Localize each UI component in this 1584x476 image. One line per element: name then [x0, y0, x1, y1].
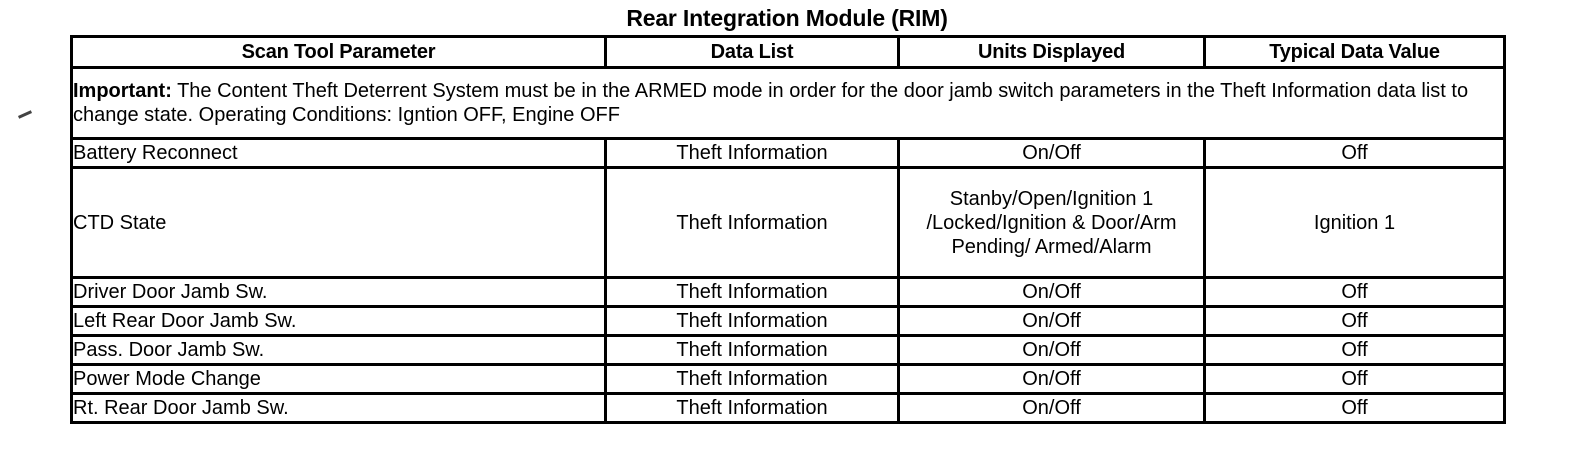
- cell-units: Stanby/Open/Ignition 1 /Locked/Ignition …: [897, 166, 1206, 279]
- cell-parameter: Driver Door Jamb Sw.: [70, 276, 607, 308]
- cell-typical-value: Off: [1203, 137, 1506, 169]
- cell-units: On/Off: [897, 276, 1206, 308]
- important-note-row: Important: The Content Theft Deterrent S…: [70, 66, 1506, 140]
- cell-typical-value: Off: [1203, 392, 1506, 424]
- cell-units: On/Off: [897, 334, 1206, 366]
- cell-parameter: CTD State: [70, 166, 607, 279]
- cell-typical-value: Off: [1203, 363, 1506, 395]
- column-header-units-displayed: Units Displayed: [897, 35, 1206, 69]
- cell-units: On/Off: [897, 392, 1206, 424]
- cell-data-list: Theft Information: [604, 392, 900, 424]
- cell-units: On/Off: [897, 363, 1206, 395]
- cell-parameter: Pass. Door Jamb Sw.: [70, 334, 607, 366]
- table-row: Pass. Door Jamb Sw. Theft Information On…: [70, 334, 1506, 366]
- cell-typical-value: Off: [1203, 334, 1506, 366]
- table-row: CTD State Theft Information Stanby/Open/…: [70, 166, 1506, 279]
- important-note-label: Important:: [73, 80, 172, 102]
- cell-data-list: Theft Information: [604, 276, 900, 308]
- cell-parameter: Battery Reconnect: [70, 137, 607, 169]
- cell-data-list: Theft Information: [604, 363, 900, 395]
- cell-typical-value: Ignition 1: [1203, 166, 1506, 279]
- table-row: Driver Door Jamb Sw. Theft Information O…: [70, 276, 1506, 308]
- column-header-scan-tool-parameter: Scan Tool Parameter: [70, 35, 607, 69]
- cell-typical-value: Off: [1203, 305, 1506, 337]
- table-row: Battery Reconnect Theft Information On/O…: [70, 137, 1506, 169]
- column-header-typical-data-value: Typical Data Value: [1203, 35, 1506, 69]
- important-note-cell: Important: The Content Theft Deterrent S…: [70, 66, 1506, 140]
- cell-units: On/Off: [897, 305, 1206, 337]
- cell-parameter: Power Mode Change: [70, 363, 607, 395]
- table-row: Rt. Rear Door Jamb Sw. Theft Information…: [70, 392, 1506, 424]
- column-header-data-list: Data List: [604, 35, 900, 69]
- cell-data-list: Theft Information: [604, 137, 900, 169]
- cell-parameter: Rt. Rear Door Jamb Sw.: [70, 392, 607, 424]
- scan-artifact-mark: [17, 110, 33, 119]
- cell-units: On/Off: [897, 137, 1206, 169]
- cell-data-list: Theft Information: [604, 334, 900, 366]
- cell-data-list: Theft Information: [604, 305, 900, 337]
- cell-data-list: Theft Information: [604, 166, 900, 279]
- page-title: Rear Integration Module (RIM): [626, 5, 948, 31]
- table-row: Power Mode Change Theft Information On/O…: [70, 363, 1506, 395]
- cell-parameter: Left Rear Door Jamb Sw.: [70, 305, 607, 337]
- scan-tool-parameter-table: Scan Tool Parameter Data List Units Disp…: [70, 35, 1506, 424]
- table-header-row: Scan Tool Parameter Data List Units Disp…: [70, 35, 1506, 69]
- cell-typical-value: Off: [1203, 276, 1506, 308]
- important-note-text: The Content Theft Deterrent System must …: [73, 80, 1469, 126]
- table-row: Left Rear Door Jamb Sw. Theft Informatio…: [70, 305, 1506, 337]
